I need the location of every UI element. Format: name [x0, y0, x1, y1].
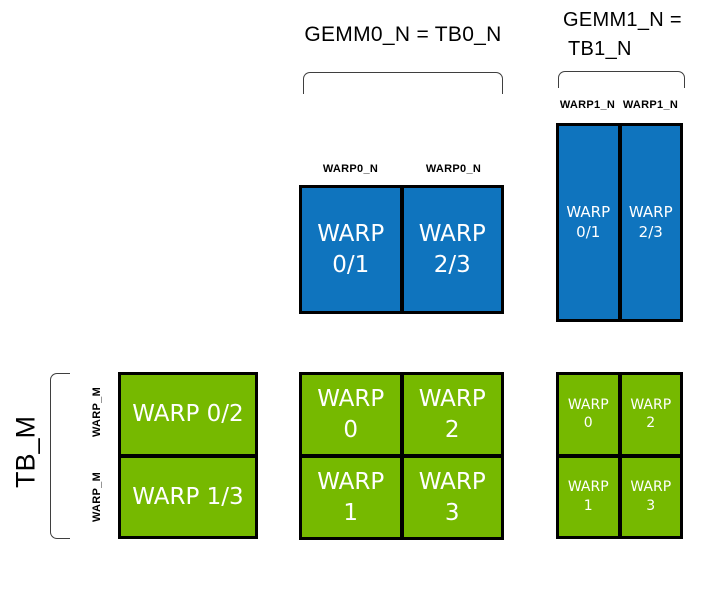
- warp1-n-label: WARP1_N: [622, 99, 679, 111]
- warp-cell-ids: 0/1: [576, 222, 601, 241]
- warp-cell: WARP 1: [302, 458, 400, 537]
- warp-cell-id: 0: [343, 416, 359, 443]
- warp-cell: WARP 0: [559, 375, 618, 454]
- warp-m-label: WARP_M: [91, 471, 103, 523]
- gemm1-warp-grid: WARP 0 WARP 2 WARP 1 WARP 3: [556, 372, 683, 539]
- warp-cell-id: 3: [444, 499, 460, 526]
- tb-m-warp-grid: WARP 0/2 WARP 1/3: [118, 372, 258, 539]
- warp-cell-label: WARP: [418, 386, 486, 413]
- warp-cell-label: WARP: [630, 479, 672, 496]
- gemm1-n-bracket: [558, 71, 685, 88]
- warp-cell: WARP 3: [621, 457, 680, 536]
- gemm0-n-title: GEMM0_N = TB0_N: [304, 23, 502, 46]
- warp-cell: WARP 2/3: [403, 188, 501, 311]
- warp-cell-label: WARP: [628, 202, 673, 221]
- warp-cell-id: 0: [583, 415, 593, 432]
- warp-cell-id: 2: [646, 415, 656, 432]
- gemm1-n-title-line2: TB1_N: [568, 38, 632, 60]
- warp-cell-ids: 2/3: [638, 222, 663, 241]
- warp-cell-label: WARP 0/2: [132, 401, 244, 428]
- warp-cell-label: WARP: [418, 221, 486, 248]
- warp-cell-label: WARP: [317, 469, 385, 496]
- warp-cell-label: WARP: [567, 396, 609, 413]
- warp-cell-id: 3: [646, 497, 656, 514]
- warp-cell: WARP 0: [302, 375, 400, 454]
- tb-m-bracket: [50, 373, 70, 539]
- warp-cell: WARP 2: [621, 375, 680, 454]
- warp-cell: WARP 0/2: [121, 375, 255, 454]
- warp-cell-id: 1: [343, 499, 359, 526]
- warp0-n-label: WARP0_N: [425, 163, 482, 175]
- gemm1-n-title: GEMM1_N = TB1_N: [563, 6, 682, 64]
- gemm1-accumulator-grid: WARP 0/1 WARP 2/3: [556, 123, 683, 322]
- warp-cell: WARP 1: [559, 457, 618, 536]
- gemm0-warp-grid: WARP 0 WARP 2 WARP 1 WARP 3: [299, 372, 504, 540]
- warp-cell-id: 1: [583, 497, 593, 514]
- warp-cell: WARP 0/1: [559, 126, 618, 319]
- warp-cell-label: WARP: [566, 202, 611, 221]
- warp-m-label: WARP_M: [91, 386, 103, 438]
- warp-cell-label: WARP: [317, 221, 385, 248]
- warp-cell: WARP 2/3: [621, 126, 680, 319]
- warp-cell-label: WARP: [567, 479, 609, 496]
- warp-cell-ids: 2/3: [433, 251, 471, 278]
- warp-cell-label: WARP: [418, 469, 486, 496]
- gemm0-n-bracket: [303, 72, 503, 94]
- warp-cell: WARP 2: [403, 375, 501, 454]
- warp-cell-label: WARP: [317, 386, 385, 413]
- warp-cell: WARP 0/1: [302, 188, 400, 311]
- tb-m-label: TB_M: [10, 415, 41, 489]
- warp-cell-label: WARP: [630, 396, 672, 413]
- gemm0-accumulator-grid: WARP 0/1 WARP 2/3: [299, 185, 504, 314]
- warp-cell: WARP 3: [403, 458, 501, 537]
- warp-cell: WARP 1/3: [121, 457, 255, 536]
- warp-cell-id: 2: [444, 416, 460, 443]
- warp1-n-label: WARP1_N: [559, 99, 616, 111]
- warp-cell-label: WARP 1/3: [132, 483, 244, 510]
- warp-cell-ids: 0/1: [332, 251, 370, 278]
- gemm1-n-title-line1: GEMM1_N =: [563, 9, 682, 31]
- warp0-n-label: WARP0_N: [322, 163, 379, 175]
